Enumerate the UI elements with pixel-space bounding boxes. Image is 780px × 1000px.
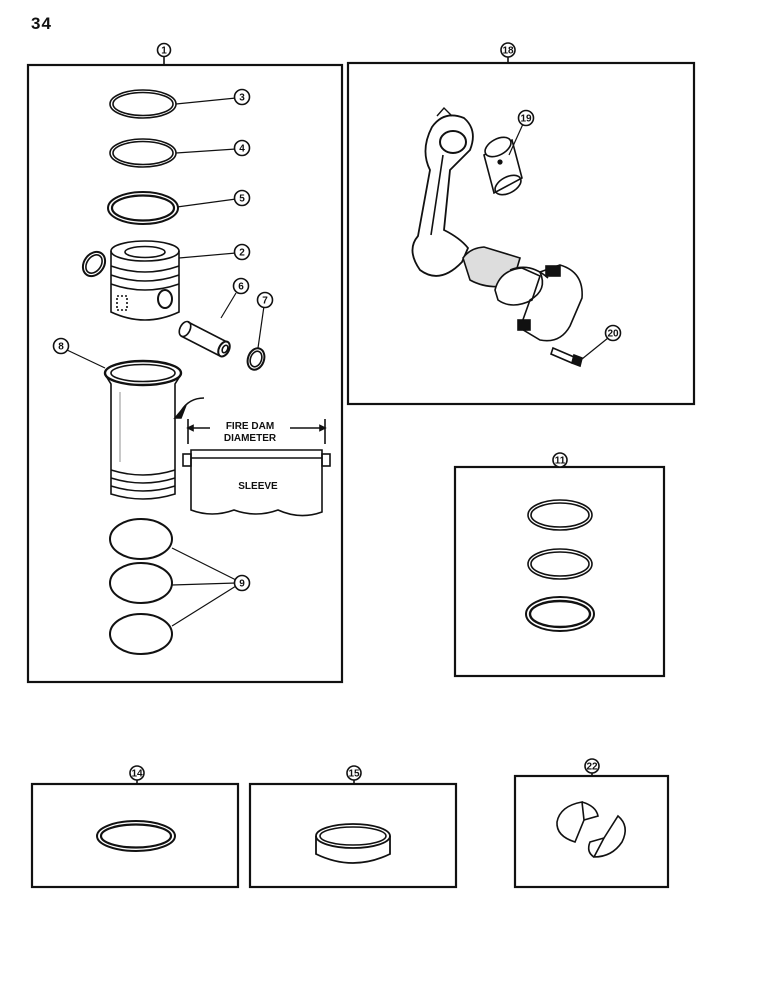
o-rings[interactable] [109, 518, 173, 655]
callout-19-text: 19 [520, 114, 532, 125]
callout-6: 6 [232, 277, 250, 295]
panel-number-badge [552, 452, 568, 468]
panel-bearing[interactable]: 22 [513, 758, 670, 889]
callout-20-text: 20 [607, 329, 619, 340]
piston[interactable] [110, 240, 180, 321]
callout-9: 9 [233, 574, 251, 592]
panel-number: 14 [131, 769, 143, 780]
panel-number: 11 [555, 456, 566, 467]
panel-frame [346, 61, 696, 406]
panel-frame [513, 774, 670, 889]
panel-number: 15 [348, 769, 360, 780]
callout-6-text: 6 [238, 282, 244, 293]
callout-8-text: 8 [58, 342, 64, 353]
callout-3-text: 3 [239, 93, 245, 104]
callout-9-text: 9 [239, 579, 245, 590]
label-mask [210, 420, 290, 444]
fire-dam-label: FIRE DAM [226, 421, 274, 432]
connecting-rod[interactable] [411, 106, 474, 277]
panel-frame [26, 63, 344, 684]
callout-8: 8 [52, 337, 70, 355]
panel-number-badge [156, 42, 172, 58]
bearing-halves[interactable] [556, 801, 626, 858]
panel-number: 18 [502, 46, 514, 57]
spacer-ring[interactable] [315, 823, 391, 864]
panel-number: 1 [161, 46, 167, 57]
callout-2: 2 [233, 243, 251, 261]
panel-frame [30, 782, 240, 889]
sleeve-detail[interactable] [182, 419, 331, 517]
panel-spacer[interactable]: 15 [248, 765, 458, 889]
panel-number-badge [500, 42, 516, 58]
arrow-head [173, 404, 187, 419]
rod-cap[interactable] [517, 264, 583, 342]
single-ring[interactable] [96, 820, 176, 852]
callout-4-text: 4 [239, 144, 245, 155]
snap-ring-right[interactable] [245, 346, 268, 372]
ring-second[interactable] [109, 138, 177, 168]
bearing-shells[interactable] [462, 246, 549, 306]
callout-5-text: 5 [239, 194, 245, 205]
panel-frame [453, 465, 666, 678]
panel-connecting-rod[interactable]: 18 19 [346, 42, 696, 406]
ring-top[interactable] [109, 89, 177, 119]
cylinder-sleeve[interactable] [103, 359, 183, 500]
panel-frame [248, 782, 458, 889]
callout-19: 19 [517, 109, 535, 127]
callout-20: 20 [604, 324, 622, 342]
ring-oil[interactable] [107, 191, 179, 225]
ring-set-rings[interactable] [525, 499, 595, 632]
callout-7: 7 [256, 291, 274, 309]
callout-5: 5 [233, 189, 251, 207]
callout-7-text: 7 [262, 296, 268, 307]
piston-pin[interactable] [177, 320, 232, 359]
leader-lines [66, 97, 265, 627]
panel-piston-kit[interactable]: 1 [26, 42, 344, 684]
panel-ring-set[interactable]: 11 [453, 452, 666, 678]
rod-bolt[interactable] [550, 346, 583, 368]
leader-lines [508, 123, 609, 360]
rod-bushing[interactable] [482, 133, 524, 198]
snap-ring-left[interactable] [78, 248, 109, 281]
callout-2-text: 2 [239, 248, 245, 259]
panel-ring[interactable]: 14 [30, 765, 240, 889]
callout-3: 3 [233, 88, 251, 106]
diameter-label: DIAMETER [224, 433, 277, 444]
panel-number: 22 [586, 762, 598, 773]
callout-4: 4 [233, 139, 251, 157]
page-number: 34 [31, 14, 52, 33]
sleeve-label: SLEEVE [238, 481, 278, 492]
